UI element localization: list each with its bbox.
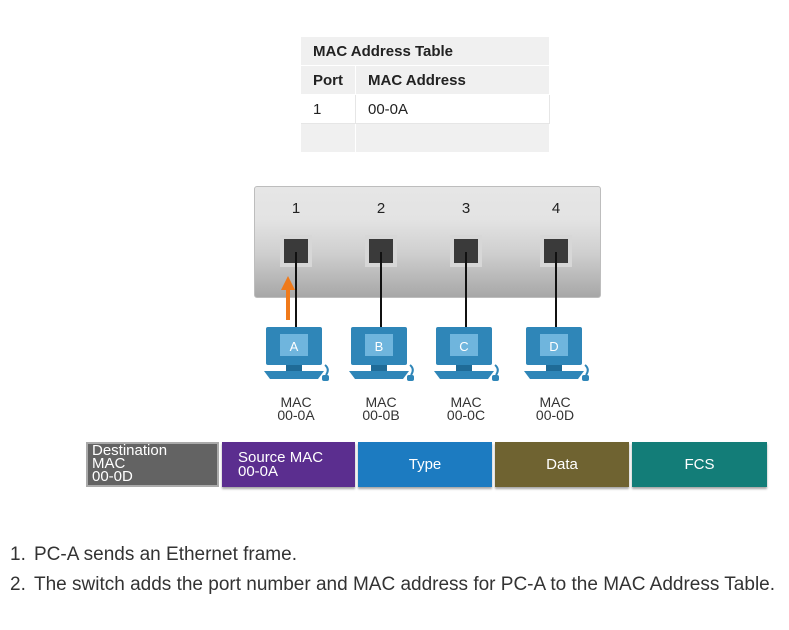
pc-name: C [459,339,468,354]
list-item: 1. PC-A sends an Ethernet frame. [10,540,785,570]
column-header-port: Port [301,65,356,95]
pc-a[interactable]: A [264,323,329,385]
pc-name: D [549,339,558,354]
cell-mac: 00-0A [355,94,550,124]
pc-name: A [290,339,299,354]
port-number-2: 2 [376,200,386,217]
table-row [301,123,550,153]
port-number-4: 4 [551,200,561,217]
computer-icon: A [264,327,329,381]
pc-d[interactable]: D [524,323,589,385]
step-number: 1. [10,544,26,565]
computer-icon: D [524,327,589,381]
frame-source-mac: Source MAC 00-0A [222,442,355,487]
table-title: MAC Address Table [301,37,550,66]
port-number-3: 3 [461,200,471,217]
frame-type: Type [358,442,492,487]
step-number: 2. [10,574,26,595]
pc-c[interactable]: C [434,323,499,385]
pc-b[interactable]: B [349,323,414,385]
pc-name: B [375,339,384,354]
mac-address-table: MAC Address Table Port MAC Address 1 00-… [301,37,550,153]
frame-fcs: FCS [632,442,767,487]
step-text: The switch adds the port number and MAC … [34,574,776,595]
frame-data: Data [495,442,629,487]
list-item: 2. The switch adds the port number and M… [10,570,785,600]
table-row: 1 00-0A [301,94,550,124]
port-number-1: 1 [291,200,301,217]
computer-icon: B [349,327,414,381]
cell-port: 1 [301,94,356,124]
cell-port [301,123,356,153]
frame-destination-mac: Destination MAC 00-0D [86,442,219,487]
cell-mac [355,123,550,153]
step-list: 1. PC-A sends an Ethernet frame. 2. The … [10,540,785,600]
column-header-mac: MAC Address [355,65,550,95]
arrow-icon [281,276,295,320]
computer-icon: C [434,327,499,381]
step-text: PC-A sends an Ethernet frame. [34,544,297,565]
